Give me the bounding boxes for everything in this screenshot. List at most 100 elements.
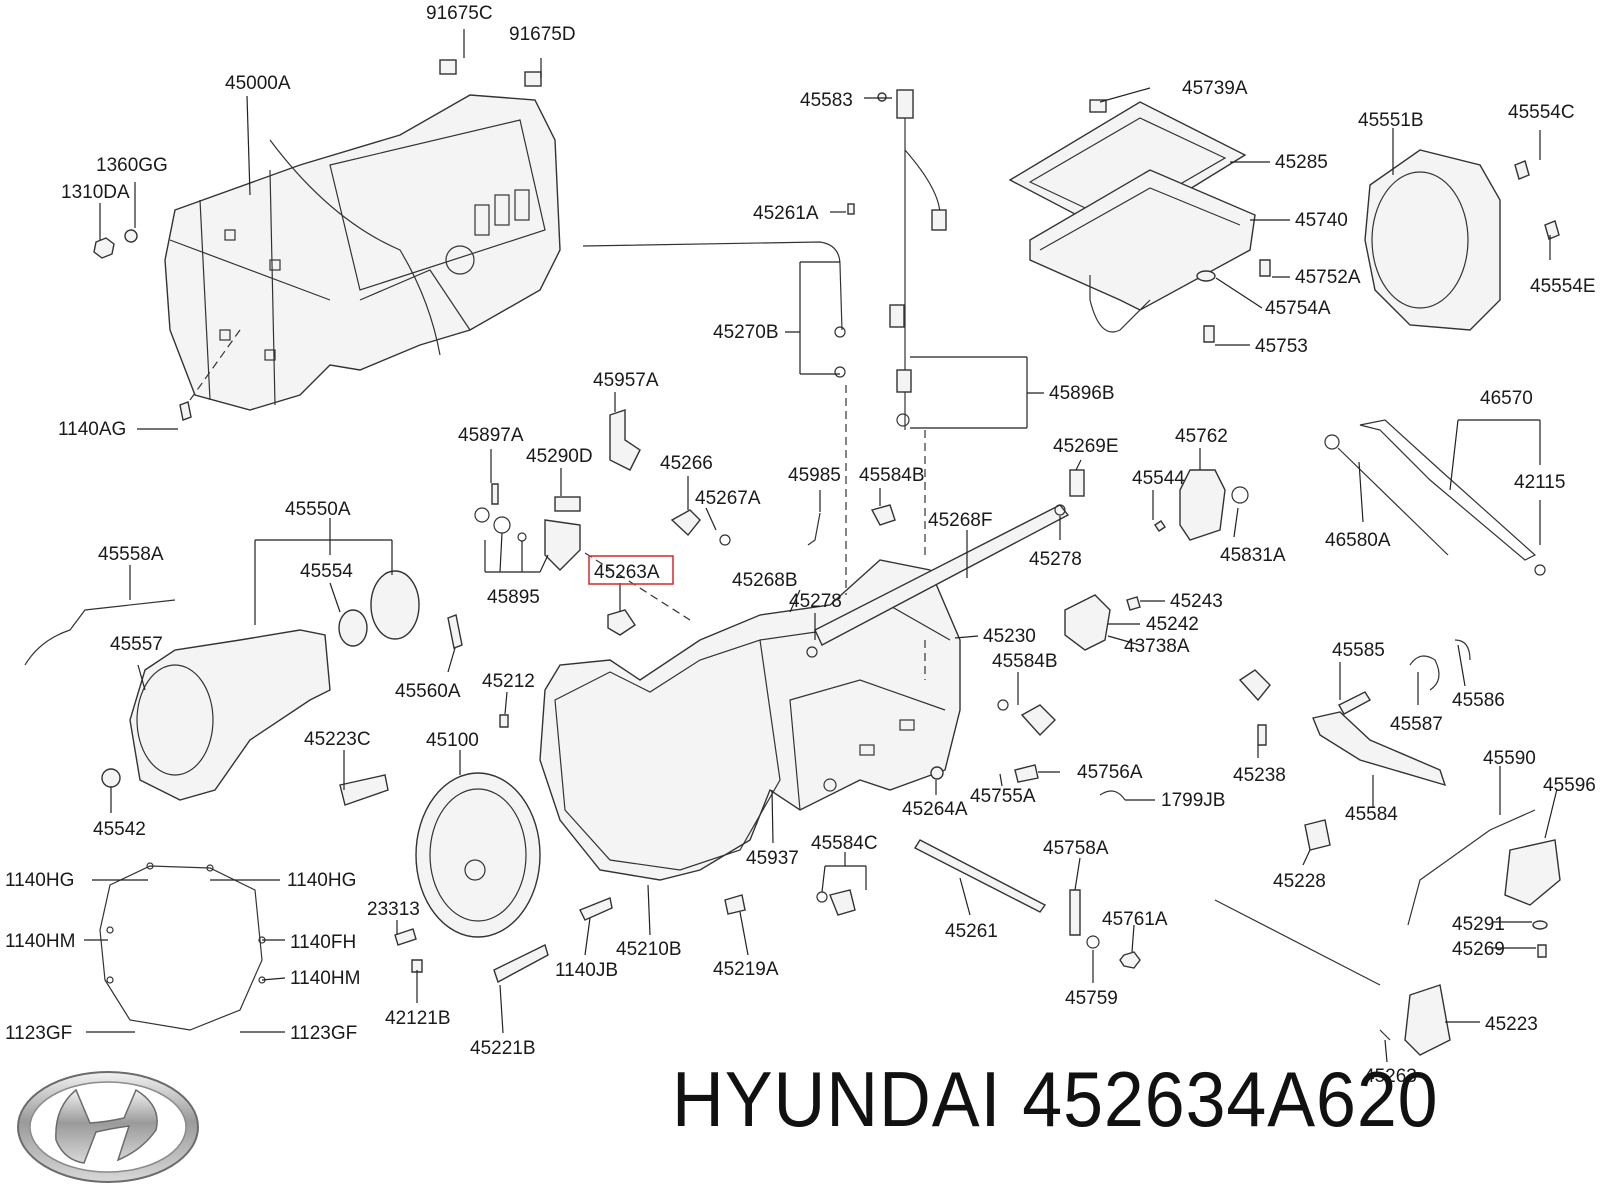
label-45753: 45753 xyxy=(1255,336,1308,357)
label-45739A: 45739A xyxy=(1182,78,1248,99)
label-1140HG-right: 1140HG xyxy=(287,870,356,891)
label-45590: 45590 xyxy=(1483,748,1536,769)
label-45223C: 45223C xyxy=(304,729,371,750)
label-45278-upper: 45278 xyxy=(1029,549,1082,570)
part-number: 452634A620 xyxy=(1022,1055,1439,1143)
center-right-pieces xyxy=(930,469,1249,801)
label-45223: 45223 xyxy=(1485,1014,1538,1035)
label-45263: 45263 xyxy=(1364,1066,1417,1087)
label-45268B: 45268B xyxy=(732,570,798,591)
adapter-housing-45550A xyxy=(24,570,509,806)
label-45756A: 45756A xyxy=(1077,762,1143,783)
oil-pan-assembly xyxy=(1008,99,1271,343)
label-45584B-lower: 45584B xyxy=(992,651,1058,672)
label-45752A: 45752A xyxy=(1295,267,1361,288)
label-45221B: 45221B xyxy=(470,1038,536,1059)
transmission-assembly-45000A xyxy=(164,94,561,411)
label-45219A: 45219A xyxy=(713,959,779,980)
label-45290D: 45290D xyxy=(526,446,593,467)
label-45238: 45238 xyxy=(1233,765,1286,786)
label-1140JB: 1140JB xyxy=(555,960,618,981)
label-91675D: 91675D xyxy=(509,24,576,45)
label-45937: 45937 xyxy=(746,848,799,869)
label-91675C: 91675C xyxy=(426,3,493,24)
highlight-box-45263A xyxy=(588,555,674,585)
bottom-bolts xyxy=(394,839,1141,984)
label-42115: 42115 xyxy=(1514,472,1565,493)
label-45228: 45228 xyxy=(1273,871,1326,892)
label-1123GF-right: 1123GF xyxy=(290,1023,357,1044)
label-1140AG: 1140AG xyxy=(58,419,126,440)
label-45754A: 45754A xyxy=(1265,298,1331,319)
label-45557: 45557 xyxy=(110,634,163,655)
label-45584C: 45584C xyxy=(811,833,878,854)
label-1140HM-right: 1140HM xyxy=(290,968,360,989)
label-45100: 45100 xyxy=(426,730,479,751)
label-45000A: 45000A xyxy=(225,73,291,94)
dipstick-tube-45270B xyxy=(582,203,855,378)
label-45242: 45242 xyxy=(1146,614,1199,635)
label-45554C: 45554C xyxy=(1508,102,1575,123)
leader-lines xyxy=(84,29,1558,1063)
label-43738A: 43738A xyxy=(1124,636,1190,657)
label-45278-lower: 45278 xyxy=(789,591,842,612)
alignment-dashed-lines xyxy=(189,329,926,680)
label-45985: 45985 xyxy=(788,465,841,486)
brand-part-number: HYUNDAI 452634A620 xyxy=(672,1060,1439,1138)
label-42121B: 42121B xyxy=(385,1008,451,1029)
label-1140FH: 1140FH xyxy=(290,932,356,953)
label-45596: 45596 xyxy=(1543,775,1596,796)
label-45269E: 45269E xyxy=(1053,436,1119,457)
brand-name: HYUNDAI xyxy=(672,1055,1002,1143)
label-45584: 45584 xyxy=(1345,804,1398,825)
label-1360GG: 1360GG xyxy=(96,155,168,176)
label-45261: 45261 xyxy=(945,921,998,942)
label-45270B: 45270B xyxy=(713,322,779,343)
label-45267A: 45267A xyxy=(695,488,761,509)
label-46570: 46570 xyxy=(1480,388,1533,409)
torque-converter-45100 xyxy=(415,772,541,938)
label-46580A: 46580A xyxy=(1325,530,1391,551)
label-45212: 45212 xyxy=(482,671,535,692)
label-45266: 45266 xyxy=(660,453,713,474)
label-45558A: 45558A xyxy=(98,544,164,565)
label-45544: 45544 xyxy=(1132,468,1185,489)
label-45268F: 45268F xyxy=(928,510,992,531)
label-45551B: 45551B xyxy=(1358,110,1424,131)
label-45269: 45269 xyxy=(1452,939,1505,960)
label-45583: 45583 xyxy=(800,90,853,111)
label-45263A: 45263A xyxy=(594,562,660,583)
label-45758A: 45758A xyxy=(1043,838,1109,859)
dipstick-46570 xyxy=(1324,419,1546,576)
shift-linkage-right xyxy=(1214,639,1561,1056)
hyundai-logo-icon xyxy=(17,1071,199,1183)
speed-sensor-45263A xyxy=(607,609,636,636)
label-1799JB: 1799JB xyxy=(1161,790,1225,811)
label-45230: 45230 xyxy=(983,626,1036,647)
label-45264A: 45264A xyxy=(902,799,968,820)
label-45755A: 45755A xyxy=(970,786,1036,807)
label-45740: 45740 xyxy=(1295,210,1348,231)
label-45291: 45291 xyxy=(1452,914,1505,935)
label-45550A: 45550A xyxy=(285,499,351,520)
label-45584B-upper: 45584B xyxy=(859,465,925,486)
label-45759: 45759 xyxy=(1065,988,1118,1009)
label-45587: 45587 xyxy=(1390,714,1443,735)
label-45761A: 45761A xyxy=(1102,909,1168,930)
label-45895: 45895 xyxy=(487,587,540,608)
label-45897A: 45897A xyxy=(458,425,524,446)
label-23313: 23313 xyxy=(367,899,420,920)
shift-detent-group xyxy=(474,409,896,571)
label-1310DA: 1310DA xyxy=(61,182,130,203)
hardware-nuts-top-left xyxy=(93,59,542,421)
label-45896B: 45896B xyxy=(1049,383,1115,404)
transmission-case-45210B xyxy=(539,469,1085,881)
label-45243: 45243 xyxy=(1170,591,1223,612)
label-45585: 45585 xyxy=(1332,640,1385,661)
label-45560A: 45560A xyxy=(395,681,461,702)
label-45586: 45586 xyxy=(1452,690,1505,711)
part-labels: 91675C 91675D 45000A 1360GG 1310DA 1140A… xyxy=(5,3,1596,1087)
label-45762: 45762 xyxy=(1175,426,1228,447)
label-45285: 45285 xyxy=(1275,152,1328,173)
